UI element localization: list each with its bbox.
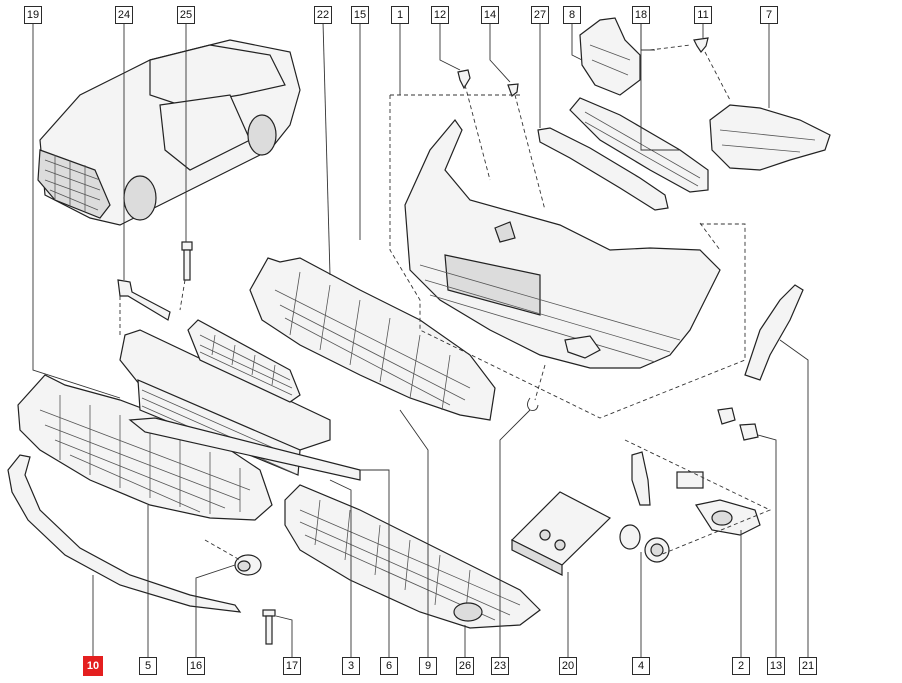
part-screw-17 [262, 609, 276, 645]
part-side-strip-21 [744, 284, 804, 381]
part-foglamp-bracket [631, 451, 704, 506]
part-strip-27 [537, 127, 669, 211]
part-lower-shield-19 [17, 374, 273, 521]
part-bumper-cover-1 [404, 119, 721, 369]
part-grille-18 [569, 97, 709, 193]
part-lower-absorber-26 [284, 484, 541, 629]
part-clip-12 [457, 69, 471, 90]
callout-14[interactable]: 14 [481, 6, 499, 24]
leader-lines [32, 21, 809, 657]
callout-1[interactable]: 1 [391, 6, 409, 24]
part-bracket-8 [579, 17, 641, 96]
part-trim-strip-10 [7, 454, 242, 613]
callout-18[interactable]: 18 [632, 6, 650, 24]
part-clip-13 [717, 407, 759, 441]
callout-9[interactable]: 9 [419, 657, 437, 675]
callout-8[interactable]: 8 [563, 6, 581, 24]
part-absorber-22 [249, 257, 496, 421]
callout-26[interactable]: 26 [456, 657, 474, 675]
callout-19[interactable]: 19 [24, 6, 42, 24]
part-grille-3 [119, 329, 361, 481]
callout-21[interactable]: 21 [799, 657, 817, 675]
part-upper-grille-6 [187, 319, 301, 403]
callout-23[interactable]: 23 [491, 657, 509, 675]
callout-16[interactable]: 16 [187, 657, 205, 675]
callout-12[interactable]: 12 [431, 6, 449, 24]
part-pin-25 [181, 241, 193, 281]
callout-6[interactable]: 6 [380, 657, 398, 675]
callout-17[interactable]: 17 [283, 657, 301, 675]
part-clip-14 [507, 83, 519, 97]
part-clip-16 [234, 554, 262, 576]
callout-3[interactable]: 3 [342, 657, 360, 675]
callout-27[interactable]: 27 [531, 6, 549, 24]
car-illustration [37, 39, 301, 226]
callout-11[interactable]: 11 [694, 6, 712, 24]
callout-24[interactable]: 24 [115, 6, 133, 24]
callout-13[interactable]: 13 [767, 657, 785, 675]
assembly-lines [119, 44, 772, 561]
callout-15[interactable]: 15 [351, 6, 369, 24]
part-foglamp-rings-4 [619, 524, 670, 563]
callout-22[interactable]: 22 [314, 6, 332, 24]
part-side-bracket-7 [709, 104, 831, 171]
callout-5[interactable]: 5 [139, 657, 157, 675]
part-bracket-24 [117, 279, 171, 321]
callout-20[interactable]: 20 [559, 657, 577, 675]
callout-7[interactable]: 7 [760, 6, 778, 24]
part-screw-11 [693, 37, 709, 54]
part-kit-box-20 [510, 491, 612, 576]
part-foglamp-bezel-2 [695, 499, 761, 536]
callout-10[interactable]: 10 [83, 656, 103, 676]
callout-25[interactable]: 25 [177, 6, 195, 24]
callout-4[interactable]: 4 [632, 657, 650, 675]
callout-2[interactable]: 2 [732, 657, 750, 675]
part-clip-23 [527, 397, 539, 411]
